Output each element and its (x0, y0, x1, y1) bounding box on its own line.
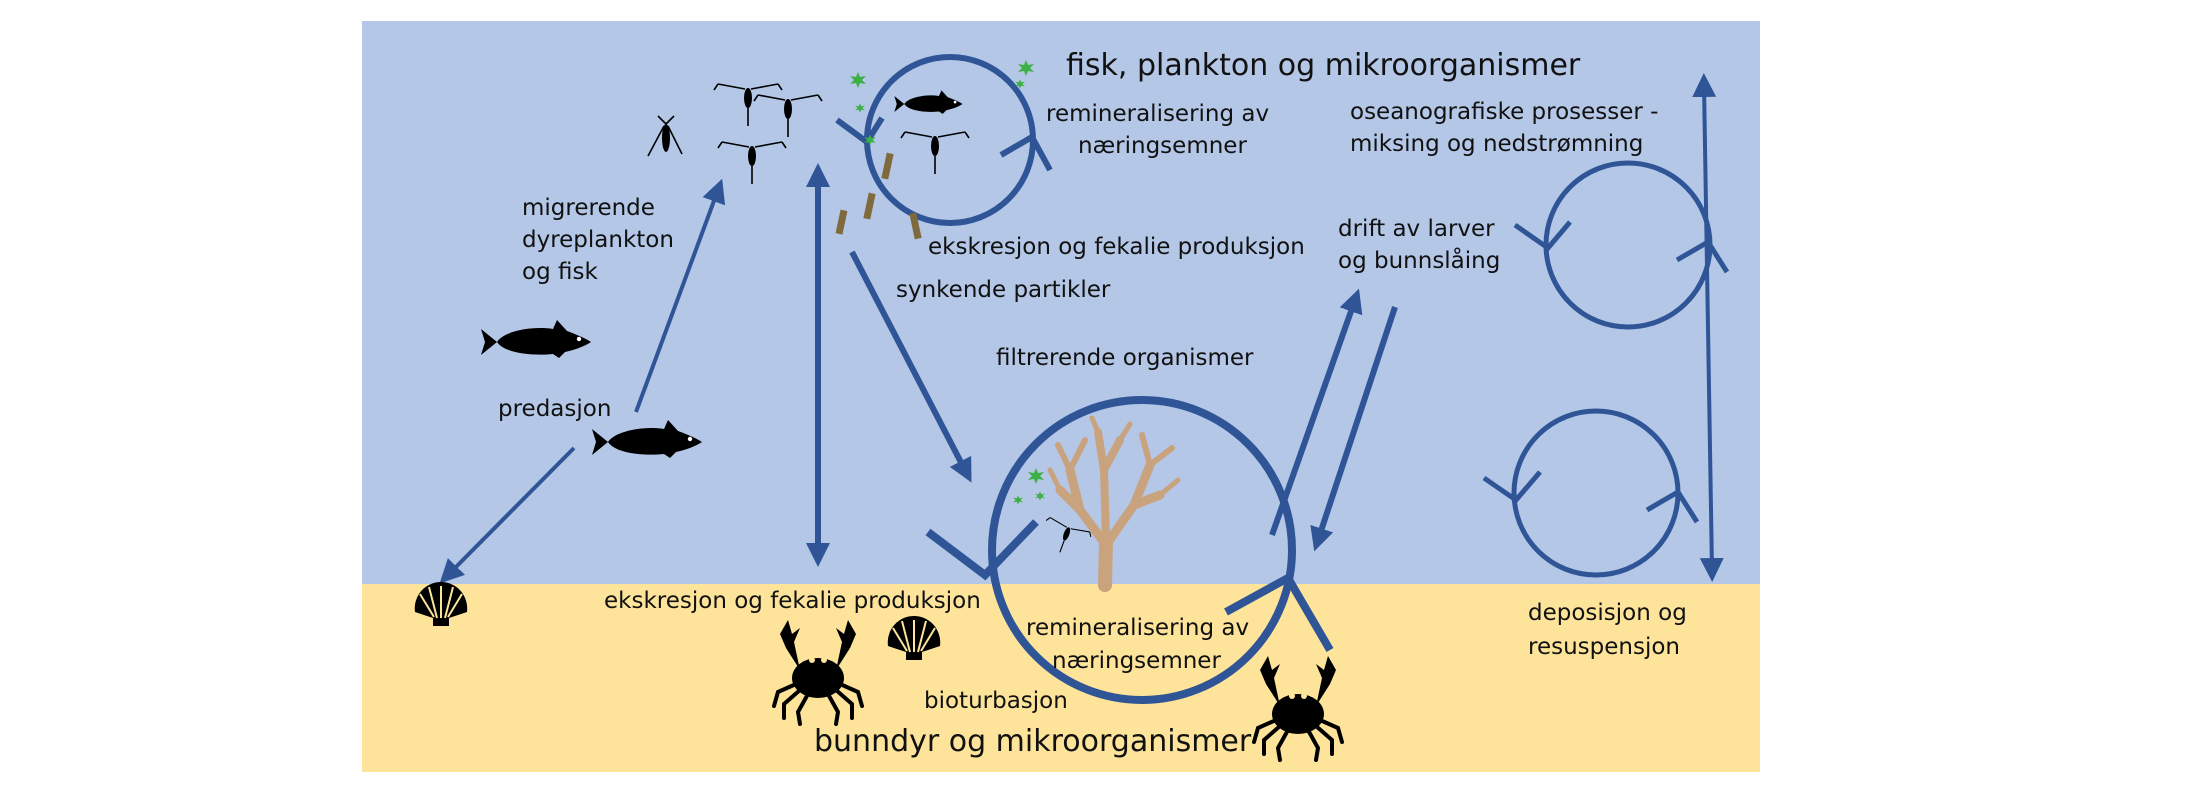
arrow-migration (634, 178, 726, 413)
label-oceanographic-2: miksing og nedstrømning (1350, 131, 1643, 157)
label-remineralisation-top-2: næringsemner (1078, 133, 1247, 159)
filter-feeder-cycle (925, 396, 1334, 704)
label-migration-1: migrerende (522, 195, 655, 221)
label-excretion-top: ekskresjon og fekalie produksjon (928, 234, 1305, 260)
fecal-pellet-icon (835, 152, 922, 240)
label-remineralisation-top-1: remineralisering av (1046, 101, 1269, 127)
label-excretion-bottom: ekskresjon og fekalie produksjon (604, 588, 981, 614)
copepod-icon (647, 115, 683, 157)
label-remineralisation-bottom-1: remineralisering av (1026, 615, 1249, 641)
label-larvae-drift-1: drift av larver (1338, 216, 1495, 242)
label-predation: predasjon (498, 396, 611, 422)
label-migration-2: dyreplankton (522, 227, 674, 253)
label-larvae-drift-2: og bunnslåing (1338, 246, 1500, 274)
title-water: fisk, plankton og mikroorganismer (1066, 48, 1581, 83)
arrow-larvae-up (1269, 288, 1363, 536)
label-sinking-particles: synkende partikler (896, 277, 1111, 303)
label-deposition-2: resuspensjon (1528, 634, 1680, 660)
arrow-deposition (1692, 73, 1724, 582)
arrow-predation (439, 446, 576, 584)
coral-icon (1047, 415, 1181, 592)
label-oceanographic-1: oseanografiske prosesser - (1350, 99, 1658, 125)
title-sediment: bunndyr og mikroorganismer (814, 724, 1252, 759)
process-arrows (439, 73, 1724, 584)
label-deposition-1: deposisjon og (1528, 600, 1687, 626)
label-remineralisation-bottom-2: næringsemner (1052, 648, 1221, 674)
label-migration-3: og fisk (522, 259, 598, 285)
arrow-larvae-down (1310, 306, 1398, 552)
arrow-sinking-particles (849, 250, 972, 483)
label-bioturbation: bioturbasjon (924, 688, 1068, 714)
label-filter-feeders: filtrerende organismer (996, 345, 1254, 371)
